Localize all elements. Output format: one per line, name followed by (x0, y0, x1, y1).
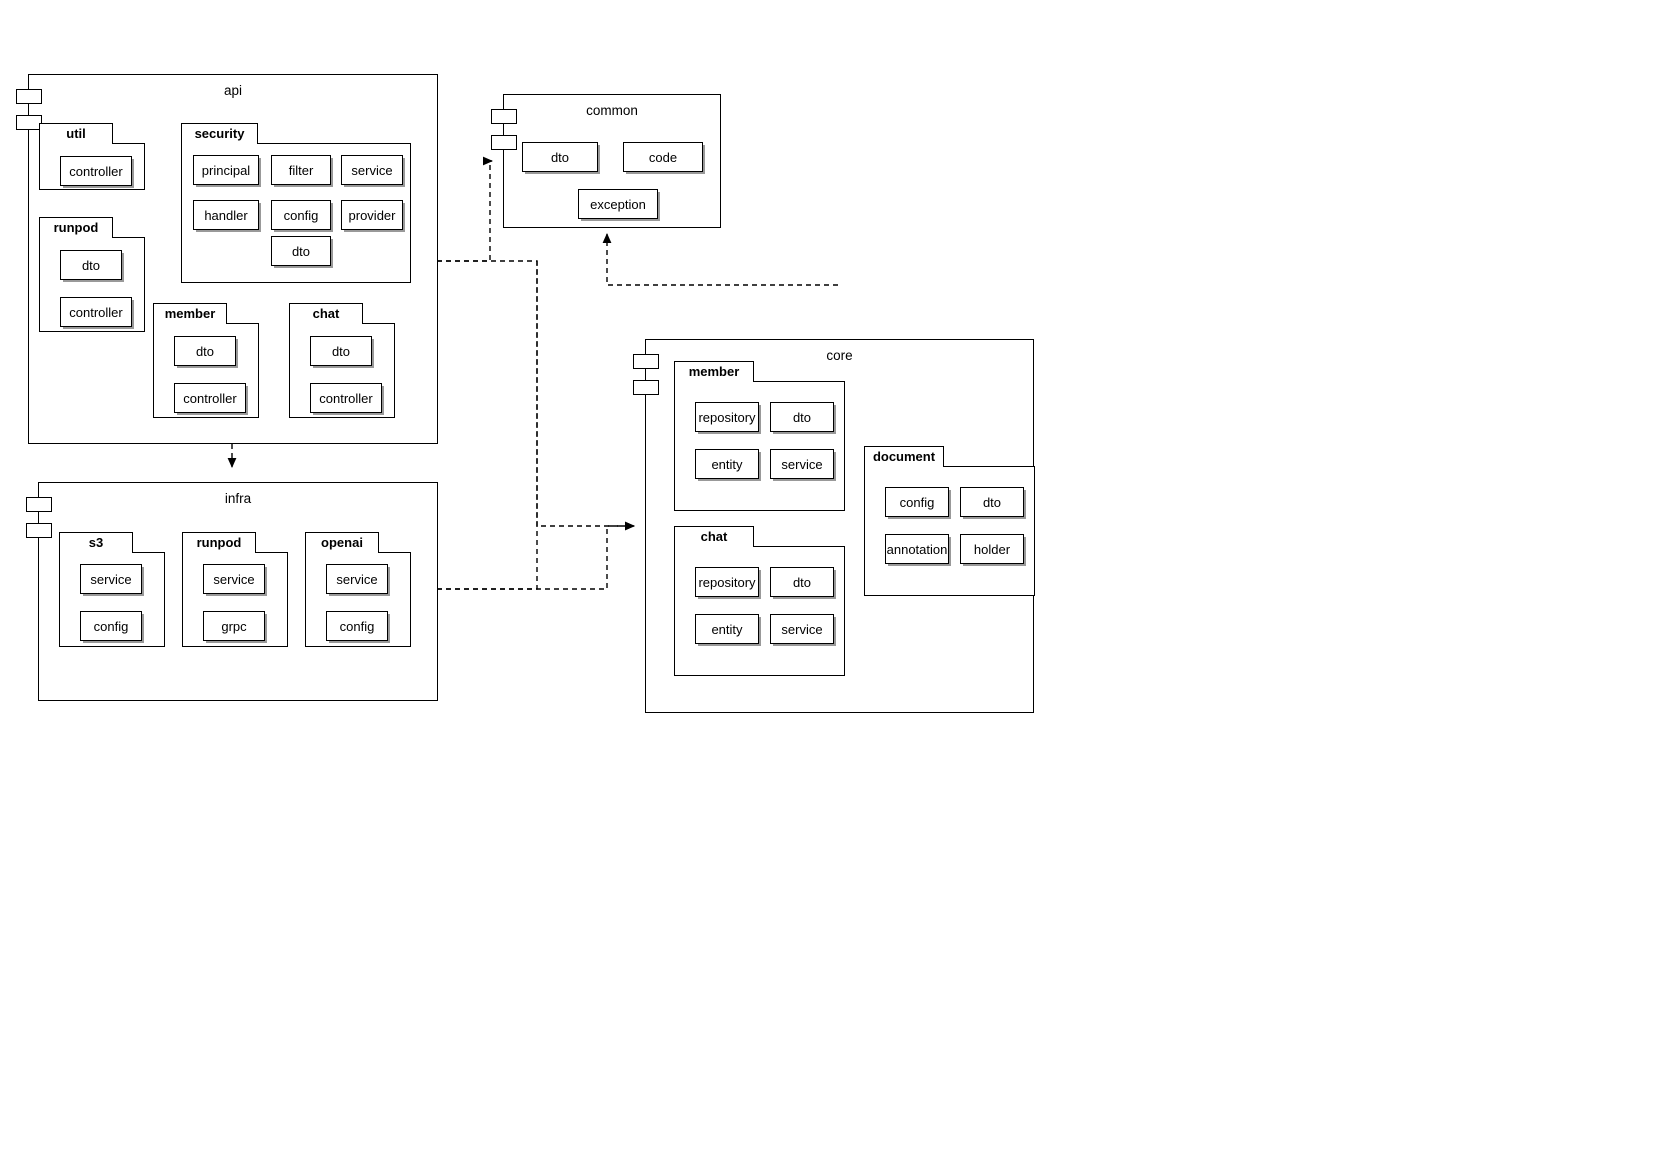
component-infra[interactable]: infra s3 service config runpod service g… (26, 482, 438, 701)
package-tab-core-chat: chat (674, 526, 754, 547)
edge-api-to-common (437, 156, 493, 262)
component-core[interactable]: core member repository dto entity servic… (633, 339, 1035, 713)
component-icon-infra (26, 497, 52, 544)
package-body-core-member (674, 381, 845, 511)
class-core-chat-dto[interactable]: dto (770, 567, 834, 597)
class-core-chat-entity[interactable]: entity (695, 614, 759, 644)
edge-infra-to-common (437, 261, 538, 590)
package-api-chat[interactable]: chat dto controller (289, 303, 395, 418)
package-core-chat[interactable]: chat repository dto entity service (674, 526, 845, 676)
class-api-security-service[interactable]: service (341, 155, 403, 185)
class-common-dto[interactable]: dto (522, 142, 598, 172)
class-core-member-dto[interactable]: dto (770, 402, 834, 432)
package-tab-api-security: security (181, 123, 258, 144)
package-api-runpod[interactable]: runpod dto controller (39, 217, 145, 332)
package-tab-infra-runpod: runpod (182, 532, 256, 553)
class-api-util-controller[interactable]: controller (60, 156, 132, 186)
component-title-common: common (586, 103, 638, 118)
class-infra-s3-service[interactable]: service (80, 564, 142, 594)
package-tab-core-document: document (864, 446, 944, 467)
class-api-security-dto[interactable]: dto (271, 236, 331, 266)
package-infra-runpod[interactable]: runpod service grpc (182, 532, 288, 647)
class-api-chat-controller[interactable]: controller (310, 383, 382, 413)
class-api-security-config[interactable]: config (271, 200, 331, 230)
package-tab-infra-s3: s3 (59, 532, 133, 553)
class-api-member-controller[interactable]: controller (174, 383, 246, 413)
package-tab-api-chat: chat (289, 303, 363, 324)
class-core-member-service[interactable]: service (770, 449, 834, 479)
package-tab-api-member: member (153, 303, 227, 324)
class-api-security-principal[interactable]: principal (193, 155, 259, 185)
component-title-infra: infra (224, 491, 252, 506)
package-api-util[interactable]: util controller (39, 123, 145, 190)
package-body-core-chat (674, 546, 845, 676)
class-api-security-provider[interactable]: provider (341, 200, 403, 230)
package-core-document[interactable]: document config dto annotation holder (864, 446, 1035, 596)
class-infra-runpod-service[interactable]: service (203, 564, 265, 594)
component-icon-core (633, 354, 659, 401)
package-infra-openai[interactable]: openai service config (305, 532, 411, 647)
class-core-member-entity[interactable]: entity (695, 449, 759, 479)
class-api-security-handler[interactable]: handler (193, 200, 259, 230)
package-tab-api-util: util (39, 123, 113, 144)
class-api-security-filter[interactable]: filter (271, 155, 331, 185)
component-icon-common (491, 109, 517, 156)
class-api-member-dto[interactable]: dto (174, 336, 236, 366)
component-common[interactable]: common dto code exception (491, 94, 721, 228)
class-common-code[interactable]: code (623, 142, 703, 172)
class-core-chat-repository[interactable]: repository (695, 567, 759, 597)
class-infra-openai-config[interactable]: config (326, 611, 388, 641)
component-icon-api (16, 89, 42, 136)
class-core-member-repository[interactable]: repository (695, 402, 759, 432)
class-core-document-config[interactable]: config (885, 487, 949, 517)
package-tab-api-runpod: runpod (39, 217, 113, 238)
package-infra-s3[interactable]: s3 service config (59, 532, 165, 647)
package-tab-infra-openai: openai (305, 532, 379, 553)
class-infra-openai-service[interactable]: service (326, 564, 388, 594)
package-api-member[interactable]: member dto controller (153, 303, 259, 418)
class-api-chat-dto[interactable]: dto (310, 336, 372, 366)
class-core-document-holder[interactable]: holder (960, 534, 1024, 564)
package-api-security[interactable]: security principal filter service handle… (181, 123, 411, 283)
component-title-api: api (223, 83, 242, 98)
edge-infra-to-core (437, 521, 635, 590)
class-infra-runpod-grpc[interactable]: grpc (203, 611, 265, 641)
class-api-runpod-dto[interactable]: dto (60, 250, 122, 280)
class-common-exception[interactable]: exception (578, 189, 658, 219)
edge-api-to-core (437, 260, 635, 531)
class-infra-s3-config[interactable]: config (80, 611, 142, 641)
package-tab-core-member: member (674, 361, 754, 382)
class-api-runpod-controller[interactable]: controller (60, 297, 132, 327)
component-title-core: core (826, 348, 853, 363)
component-api[interactable]: api util controller runpod dto controlle… (16, 74, 438, 444)
class-core-chat-service[interactable]: service (770, 614, 834, 644)
edge-core-to-common (602, 233, 838, 286)
class-core-document-dto[interactable]: dto (960, 487, 1024, 517)
package-core-member[interactable]: member repository dto entity service (674, 361, 845, 511)
class-core-document-annotation[interactable]: annotation (885, 534, 949, 564)
package-body-core-document (864, 466, 1035, 596)
